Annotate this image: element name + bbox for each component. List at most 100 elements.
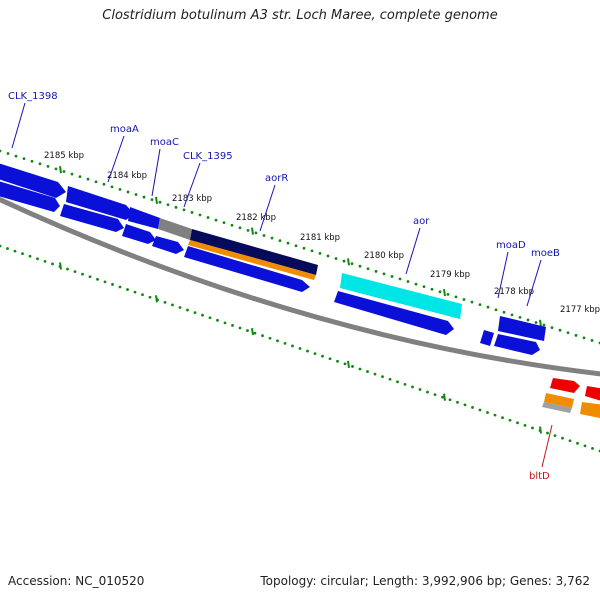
gene-arrow-moad-b[interactable] — [494, 334, 540, 355]
scale-dot — [246, 228, 250, 232]
scale-dot — [418, 388, 422, 391]
scale-dot — [54, 167, 58, 171]
scale-dot — [103, 280, 107, 284]
scale-dot — [163, 300, 167, 304]
gene-arrow-aorr-b[interactable] — [184, 246, 310, 292]
scale-dot — [470, 300, 474, 304]
gene-arrow-moac[interactable] — [128, 207, 160, 229]
gene-label[interactable]: moeB — [531, 248, 560, 259]
scale-dot — [283, 341, 287, 345]
scale-dot — [261, 334, 264, 338]
scale-dot — [13, 249, 17, 253]
scale-dot — [254, 231, 258, 235]
scale-dot — [14, 154, 18, 158]
scale-dot — [318, 252, 322, 255]
scale-dot — [534, 321, 538, 324]
gene-label[interactable]: moaC — [150, 137, 179, 148]
gene-block-navy — [190, 229, 318, 275]
scale-dot — [142, 195, 146, 199]
scale-dot — [174, 205, 178, 209]
scale-dot — [518, 316, 522, 319]
scale-dot — [510, 313, 514, 317]
scale-dot — [508, 418, 512, 422]
scale-dot — [51, 262, 54, 266]
gene-leader-line — [405, 227, 421, 275]
scale-tick — [443, 393, 446, 401]
gene-arrow-moad[interactable] — [480, 330, 494, 346]
scale-dot — [66, 267, 69, 271]
scale-dot — [441, 395, 444, 399]
gene-arrow-red-1[interactable] — [550, 378, 580, 393]
scale-dot — [96, 277, 99, 281]
scale-dot — [126, 190, 130, 194]
gene-arrow-clk1395-b[interactable] — [152, 236, 184, 254]
scale-tick — [347, 360, 350, 369]
scale-dot — [583, 444, 587, 448]
scale-dot — [403, 382, 407, 386]
scale-dot — [561, 436, 564, 440]
gene-block-orange-b2 — [580, 402, 600, 418]
scale-tick — [155, 295, 158, 303]
gene-label[interactable]: bltD — [529, 471, 550, 482]
gene-label[interactable]: aorR — [265, 173, 288, 184]
scale-dot — [62, 170, 66, 173]
scale-dot — [478, 303, 482, 306]
gene-arrow-moaa[interactable] — [66, 186, 134, 220]
scale-dot — [334, 257, 338, 260]
scale-dot — [262, 234, 266, 237]
scale-tick — [539, 426, 542, 434]
scale-dot — [471, 406, 474, 409]
scale-dot — [358, 264, 362, 268]
scale-dot — [171, 303, 174, 307]
scale-dot — [493, 413, 497, 417]
gene-leader-line — [151, 148, 161, 197]
scale-dot — [422, 285, 426, 289]
scale-dot — [190, 211, 194, 214]
scale-dot — [36, 257, 39, 261]
gene-label[interactable]: moaD — [496, 240, 526, 251]
scale-dot — [133, 290, 137, 294]
scale-dot — [286, 241, 290, 245]
scale-dot — [411, 385, 414, 389]
scale-dot — [582, 336, 586, 340]
scale-dot — [126, 288, 129, 291]
scale-tick — [443, 288, 446, 297]
scale-dot — [193, 311, 197, 315]
scale-dot — [566, 331, 570, 335]
scale-dot — [553, 434, 557, 438]
scale-dot — [201, 313, 204, 317]
scale-dot — [81, 272, 84, 276]
features-upper — [0, 162, 600, 402]
gene-label[interactable]: moaA — [110, 124, 139, 135]
scale-dot — [342, 259, 346, 263]
scale-dot — [430, 287, 434, 291]
scale-dot — [118, 285, 122, 289]
gene-arrow-clk1398-b[interactable] — [0, 180, 60, 212]
scale-dot — [390, 275, 394, 278]
gene-arrow-aor-b[interactable] — [334, 291, 454, 335]
gene-arrow-moaa-b[interactable] — [60, 204, 124, 232]
scale-dot — [253, 331, 257, 335]
scale-dot — [542, 323, 546, 327]
gene-block-aor-cyan[interactable] — [340, 273, 462, 319]
gene-arrow-red-2[interactable] — [585, 386, 600, 402]
scale-dot — [166, 203, 170, 207]
scale-dot — [216, 318, 219, 322]
gene-arrow-moac-b[interactable] — [122, 224, 156, 244]
scale-dot — [550, 326, 554, 330]
scale-dot — [214, 218, 218, 222]
gene-label[interactable]: aor — [413, 216, 430, 227]
scale-dot — [358, 367, 362, 371]
scale-dot — [302, 246, 306, 250]
gene-leader-line — [497, 251, 509, 299]
gene-arrow-clk1398[interactable] — [0, 162, 66, 198]
scale-dot — [208, 316, 212, 320]
scale-dot — [278, 239, 282, 243]
scale-dot — [502, 310, 506, 314]
scale-tick — [539, 319, 542, 327]
gene-label[interactable]: CLK_1395 — [183, 151, 233, 162]
gene-label[interactable]: CLK_1398 — [8, 91, 58, 102]
scale-dot — [433, 393, 437, 397]
gene-arrow-moeb[interactable] — [498, 316, 546, 341]
